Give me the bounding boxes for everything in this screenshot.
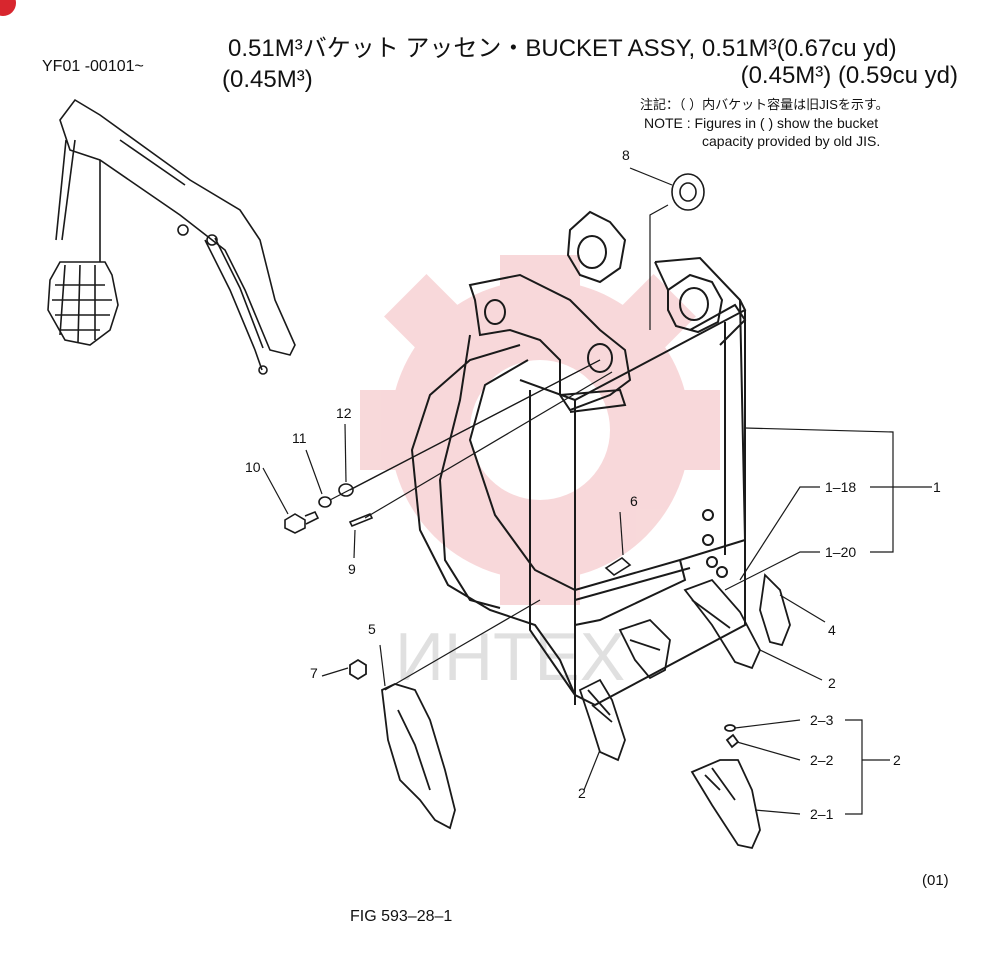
exploded-tooth (690, 724, 761, 850)
leader-lines (262, 167, 932, 815)
callout-8: 8 (622, 147, 630, 163)
callout-1-18: 1–18 (825, 479, 856, 495)
title-capacity-alt: (0.45M³) (0.59cu yd) (740, 62, 958, 89)
note-english-line2: capacity provided by old JIS. (702, 133, 881, 149)
side-cutter (759, 573, 791, 647)
nut-7 (349, 658, 367, 681)
note-english-line1: NOTE : Figures in ( ) show the bucket (644, 115, 879, 131)
callout-12: 12 (336, 405, 352, 421)
callout-2-3: 2–3 (810, 712, 834, 728)
callout-7: 7 (310, 665, 318, 681)
callout-2-1: 2–1 (810, 806, 834, 822)
callout-2-right: 2 (828, 675, 836, 691)
callout-4: 4 (828, 622, 836, 638)
side-plate-5 (381, 683, 456, 830)
callout-5: 5 (368, 621, 376, 637)
bucket-body (410, 210, 747, 707)
figure-number: FIG 593–28–1 (350, 908, 453, 925)
page-code: (01) (922, 872, 949, 889)
note-english: NOTE : Figures in ( ) show the bucket ca… (644, 114, 880, 150)
pin-9 (348, 512, 374, 528)
tooth-left (578, 678, 626, 762)
bolt-6 (604, 557, 632, 576)
diagram-title: 0.51M³バケット アッセン・BUCKET ASSY, 0.51M³(0.67… (228, 35, 897, 62)
washer-11 (318, 496, 332, 508)
callout-2-group: 2 (893, 752, 901, 768)
bolt-10 (284, 513, 306, 534)
callout-2-left: 2 (578, 785, 586, 801)
callout-10: 10 (245, 459, 261, 475)
callout-6: 6 (630, 493, 638, 509)
washer-12 (338, 483, 354, 497)
excavator-thumbnail (47, 98, 296, 375)
watermark: ИНТЕХ (360, 255, 720, 695)
callout-labels: 1 1–18 1–20 4 2 2 2–3 2–2 2–1 2 5 6 7 8 … (245, 147, 941, 822)
pin-hardware (284, 173, 705, 576)
teeth-group (578, 573, 791, 762)
pin-boss-plate (468, 273, 632, 412)
tooth-right (683, 578, 761, 670)
cap-8 (671, 173, 705, 211)
tooth-center (618, 618, 671, 680)
corner-badge (0, 0, 16, 16)
note-japanese: 注記：（ ）内バケット容量は旧JISを示す。 (640, 97, 889, 112)
callout-11: 11 (292, 430, 307, 446)
title-capacity-old: (0.45M³) (222, 66, 313, 93)
tooth-point-2-1 (690, 759, 761, 850)
side-plate-group (349, 658, 456, 830)
lock-washer-2-3 (724, 724, 736, 732)
pin-2-2 (725, 733, 740, 749)
callout-1: 1 (933, 479, 941, 495)
callout-2-2: 2–2 (810, 752, 834, 768)
watermark-text: ИНТЕХ (395, 619, 625, 695)
callout-1-20: 1–20 (825, 544, 856, 560)
serial-range: YF01 -00101~ (42, 58, 144, 75)
bucket-top-edge (519, 256, 747, 402)
callout-9: 9 (348, 561, 356, 577)
